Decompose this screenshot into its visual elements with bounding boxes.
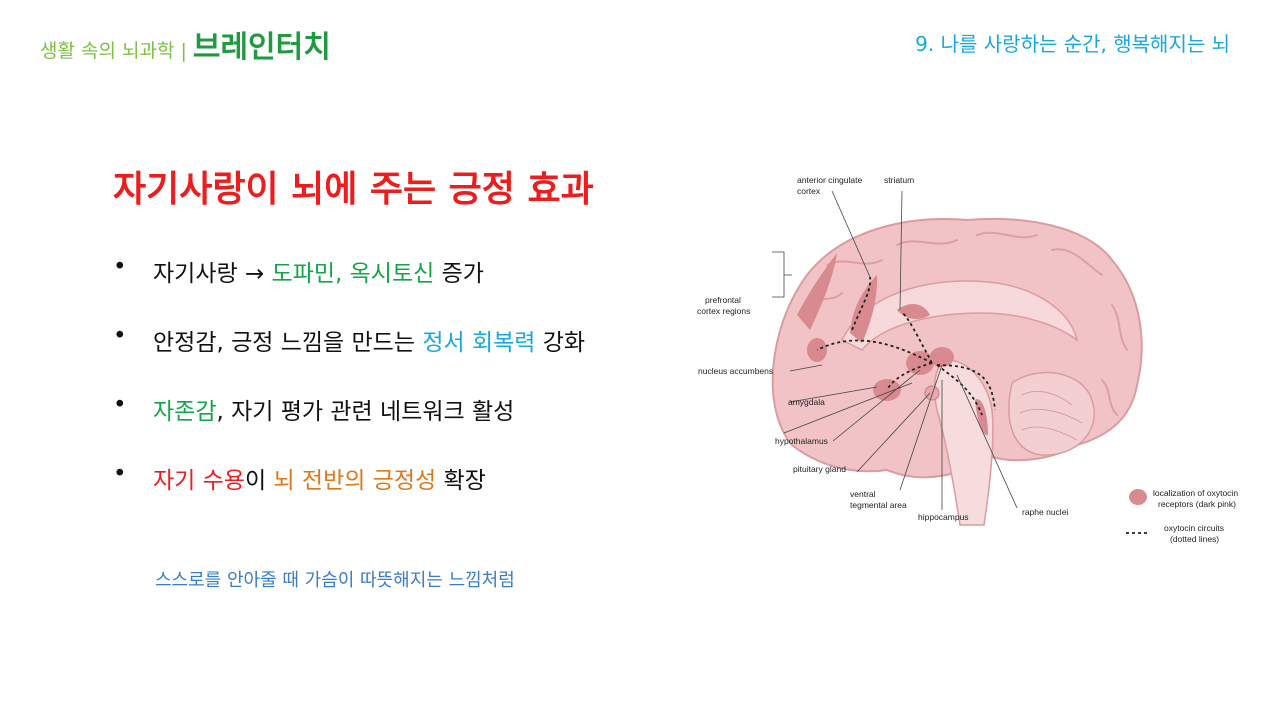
bullet-highlight: 자기 수용 <box>153 468 245 494</box>
oxytocin-circuits <box>816 276 996 416</box>
label-anterior-cingulate: anterior cingulate <box>797 175 862 185</box>
label-amygdala: amygdala <box>788 397 825 407</box>
brain-diagram: anterior cingulate cortex striatum prefr… <box>697 175 1238 544</box>
oxytocin-receptor-regions <box>797 253 988 436</box>
bullet-dot: • <box>113 323 127 349</box>
bullet-dot: • <box>113 254 127 280</box>
legend-circuits: oxytocin circuits <box>1164 523 1224 533</box>
bullet-highlight: 뇌 전반의 긍정성 <box>273 468 437 494</box>
label-nucleus-accumbens: nucleus accumbens <box>698 366 773 376</box>
label-pituitary: pituitary gland <box>793 464 846 474</box>
caption: 스스로를 안아줄 때 가슴이 따뜻해지는 느낌처럼 <box>155 570 515 591</box>
header-subtitle: 생활 속의 뇌과학 <box>40 40 175 62</box>
bullet-item: • 자존감, 자기 평가 관련 네트워크 활성 <box>113 392 585 461</box>
label-prefrontal: prefrontal <box>705 295 741 305</box>
header-left: 생활 속의 뇌과학 | 브레인터치 <box>40 22 331 66</box>
corpus-callosum <box>840 280 1079 351</box>
bullet-highlight: 자존감 <box>153 399 217 425</box>
legend-circuits-2: (dotted lines) <box>1170 534 1219 544</box>
label-hypothalamus: hypothalamus <box>775 436 828 446</box>
bullet-text: 증가 <box>434 261 484 287</box>
cerebellum-folia <box>1019 390 1083 441</box>
bullet-list: • 자기사랑 → 도파민, 옥시토신 증가 • 안정감, 긍정 느낌을 만드는 … <box>113 254 585 530</box>
label-hippocampus: hippocampus <box>918 512 969 522</box>
bullet-dot: • <box>113 461 127 487</box>
bullet-text: 이 <box>244 468 274 494</box>
bullet-dot: • <box>113 392 127 418</box>
legend-receptors: localization of oxytocin <box>1153 488 1238 498</box>
legend-receptors-2: receptors (dark pink) <box>1158 499 1236 509</box>
label-vta: ventral <box>850 489 876 499</box>
cerebellum <box>1008 371 1095 456</box>
label-vta-2: tegmental area <box>850 500 907 510</box>
header-brand: 브레인터치 <box>192 30 331 65</box>
label-striatum: striatum <box>884 175 914 185</box>
header-separator: | <box>180 40 187 62</box>
bullet-text: , 자기 평가 관련 네트워크 활성 <box>216 399 515 425</box>
bullet-text: 강화 <box>535 330 586 356</box>
label-raphe: raphe nuclei <box>1022 507 1068 517</box>
bullet-text: 안정감, 긍정 느낌을 만드는 <box>153 330 423 356</box>
label-leaders <box>772 190 1018 510</box>
pituitary-shape <box>924 385 940 401</box>
label-prefrontal-2: cortex regions <box>697 306 750 316</box>
bullet-item: • 자기사랑 → 도파민, 옥시토신 증가 <box>113 254 585 323</box>
bullet-highlight: 도파민, 옥시토신 <box>271 261 435 287</box>
bullet-item: • 자기 수용이 뇌 전반의 긍정성 확장 <box>113 461 585 530</box>
bullet-text: 자기사랑 → <box>153 261 272 287</box>
slide-title: 자기사랑이 뇌에 주는 긍정 효과 <box>113 169 594 210</box>
legend-receptor-swatch <box>1129 489 1147 505</box>
bullet-item: • 안정감, 긍정 느낌을 만드는 정서 회복력 강화 <box>113 323 585 392</box>
bullet-text: 확장 <box>436 468 486 494</box>
label-anterior-cingulate-2: cortex <box>797 186 821 196</box>
header-episode: 9. 나를 사랑하는 순간, 행복해지는 뇌 <box>915 32 1230 56</box>
bullet-highlight: 정서 회복력 <box>422 330 536 356</box>
